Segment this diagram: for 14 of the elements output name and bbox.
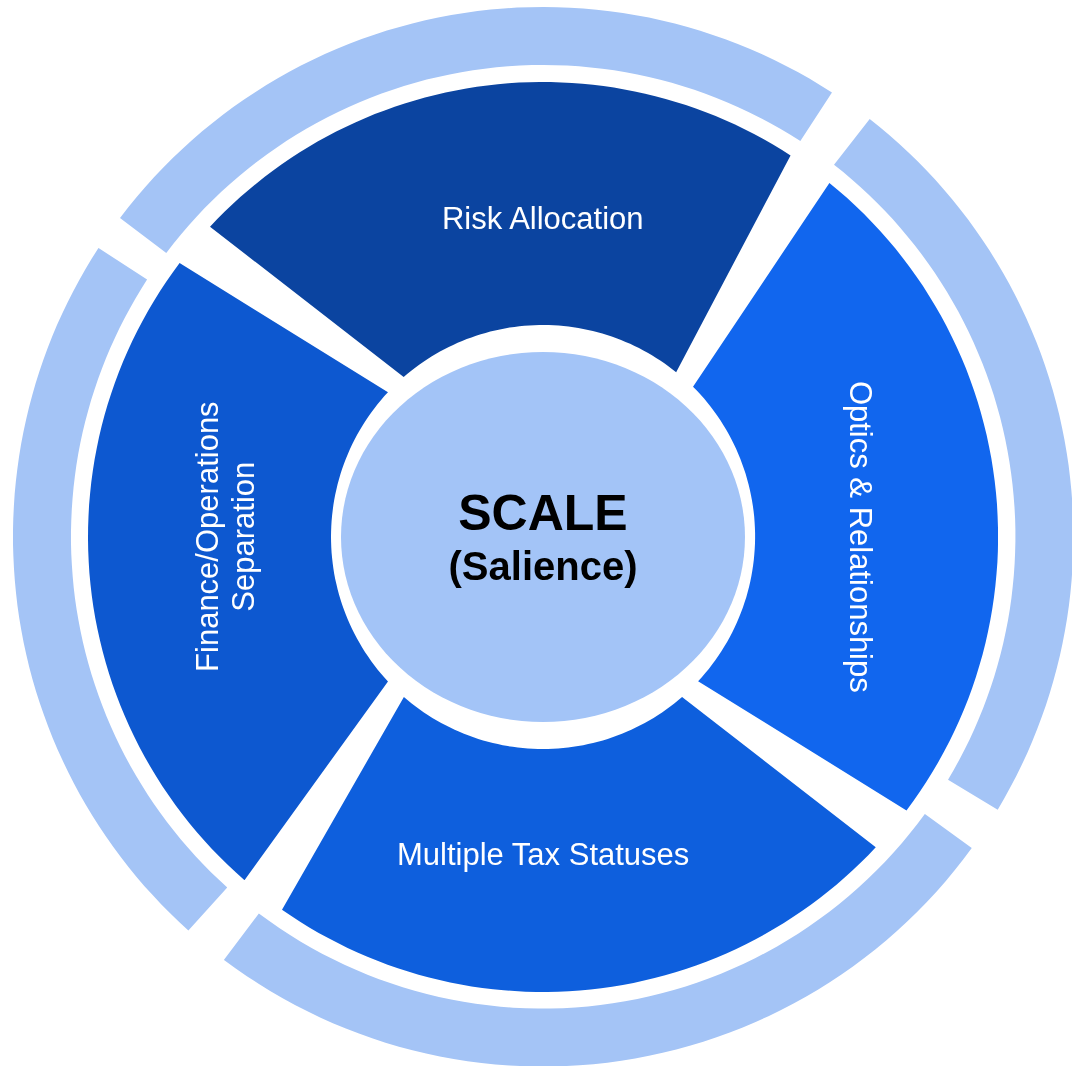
ring-segment [692,183,998,811]
ring-segment [224,814,972,1066]
center-title: SCALE [458,485,628,543]
ring-segment [88,263,388,881]
segment-label: Risk Allocation [442,201,644,237]
segment-label: Finance/Operations Separation [190,400,262,675]
ring-segment [210,82,791,377]
segment-label: Multiple Tax Statuses [397,837,690,873]
ring-segment [282,697,876,992]
ring-segment [833,119,1072,810]
ring-segment [13,248,228,931]
segment-label: Optics & Relationships [842,379,878,695]
center-subtitle: (Salience) [448,542,638,589]
ring-segment [119,7,832,253]
